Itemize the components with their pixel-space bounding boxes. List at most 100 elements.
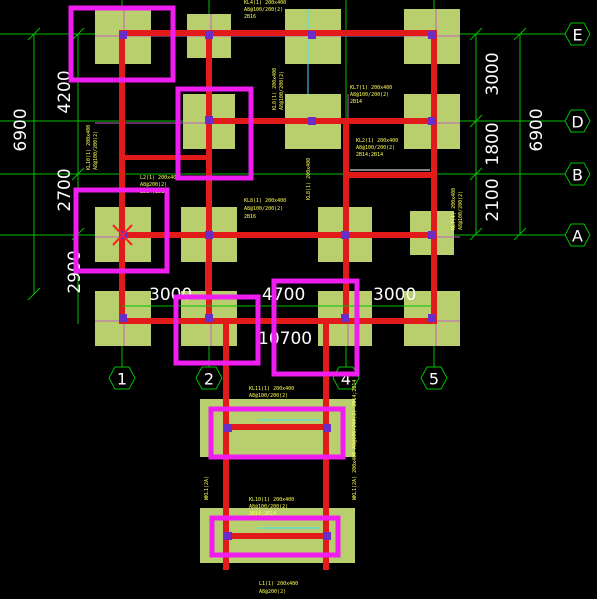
beam-segment: [229, 533, 323, 539]
selection-box: [68, 5, 176, 83]
axis-bubble-5: [420, 366, 448, 390]
selection-box: [209, 515, 341, 558]
axis-label-D: D: [571, 113, 583, 132]
annotation-mid-vertical-2: A8@100/200(2): [279, 71, 285, 110]
axis-bubble-D: [564, 109, 591, 133]
axis-label-4: 4: [341, 370, 351, 389]
selection-box: [208, 406, 346, 460]
axis-bubble-E: [564, 22, 591, 46]
column-section: [205, 116, 213, 124]
column-section: [119, 31, 127, 39]
dim-bay-4-5: 3000: [373, 285, 416, 305]
column-section: [323, 424, 331, 432]
annotation-left-vertical: KL10(1) 200x400: [86, 125, 92, 170]
axis-bubble-B: [564, 162, 591, 186]
selection-box: [73, 187, 170, 274]
beams-layer: [119, 30, 437, 570]
x-mark-icon: [112, 224, 133, 246]
annotation-misc-2: A8@100/200(2): [356, 145, 395, 151]
dim-bay-1-2: 3000: [149, 285, 192, 305]
dim-right-upper: 3000: [483, 52, 503, 95]
beam-annotations: KL10(1) 200x400 A8@100/200(2) 2B14;2B14 …: [86, 0, 464, 595]
annotation-misc-5: A8@100/200(2): [244, 7, 283, 13]
annotation-wkl1-right: WKL1(2A) 200x400 A8@100/200(2) 2B14;2B14: [352, 380, 358, 500]
dim-left-middle: 2700: [55, 168, 75, 211]
annotation-left-vertical-2: A8@100/200(2): [93, 131, 99, 170]
annotation-kl7-stirrup: A8@100/200(2): [350, 92, 389, 98]
column-section: [224, 532, 232, 540]
annotation-l2-stirrup: A8@200(2): [140, 182, 167, 188]
annotation-kl11-name: KL11(1) 200x400: [249, 386, 294, 392]
selection-highlights: [68, 5, 360, 558]
beam-segment: [122, 318, 435, 324]
axis-bubble-2: [195, 366, 223, 390]
beam-segment: [209, 118, 435, 124]
beam-segment: [431, 30, 437, 324]
axis-bubble-1: [108, 366, 136, 390]
axis-bubbles: [108, 22, 591, 390]
axis-bubble-4: [332, 366, 360, 390]
beam-segment: [122, 232, 435, 238]
axis-bubble-A: [564, 223, 591, 247]
annotation-right-vertical: KL7(1) 200x400: [451, 188, 457, 230]
dim-right-total: 6900: [527, 108, 547, 151]
annotation-l1-stirrup: A8@200(2): [259, 589, 286, 595]
beam-segment: [122, 30, 435, 36]
beam-segment: [343, 118, 349, 324]
annotation-kl10-name: KL10(1) 200x400: [249, 497, 294, 503]
dim-left-total: 6900: [11, 108, 31, 151]
beam-segment: [345, 172, 435, 178]
column-section: [224, 424, 232, 432]
beam-segment: [229, 424, 323, 430]
axis-label-A: A: [572, 227, 583, 246]
annotation-misc-4: KL4(1) 200x400: [244, 0, 286, 6]
axis-label-1: 1: [117, 370, 127, 389]
annotation-misc-1: KL2(1) 200x400: [356, 138, 398, 144]
annotation-l1-name: L1(1) 200x400: [259, 581, 298, 587]
column-section: [323, 532, 331, 540]
column-section: [341, 314, 349, 322]
column-section: [308, 31, 316, 39]
column-section: [205, 314, 213, 322]
beam-segment: [223, 324, 229, 570]
selection-box: [173, 294, 261, 366]
annotation-kl8-name: KL8(1) 200x400: [244, 198, 286, 204]
beam-segment: [119, 30, 125, 324]
annotation-mid-vertical-3: KL8(1) 200x400: [306, 158, 312, 200]
column-section: [428, 231, 436, 239]
selection-box: [175, 86, 254, 181]
dim-overall-width: 10700: [258, 329, 312, 349]
column-section: [428, 31, 436, 39]
axis-label-B: B: [572, 166, 583, 185]
beam-segment: [122, 155, 209, 160]
annotation-kl7-bars: 2B14: [350, 99, 362, 105]
annotation-kl10-bars: 2B14;2B14: [249, 511, 276, 517]
selection-box: [271, 278, 360, 377]
annotation-kl10-stirrup: A8@100/200(2): [249, 504, 288, 510]
column-section: [428, 314, 436, 322]
annotation-misc-6: 2B16: [244, 14, 256, 20]
column-section: [119, 314, 127, 322]
beam-segment: [323, 324, 329, 570]
annotation-right-vertical-2: A8@100/200(2): [458, 191, 464, 230]
annotation-mid-vertical: KL8(1) 200x400: [272, 68, 278, 110]
dimension-lines: [27, 27, 527, 324]
columns-layer: [119, 31, 436, 540]
annotation-wkl1-left: WKL1(2A): [204, 476, 210, 500]
column-section: [428, 117, 436, 125]
column-section: [341, 231, 349, 239]
annotation-l2-name: L2(1) 200x400: [140, 175, 179, 181]
column-section: [205, 231, 213, 239]
axis-label-5: 5: [429, 370, 439, 389]
annotation-kl8-bars: 2B16: [244, 214, 256, 220]
dim-bay-2-4: 4700: [262, 285, 305, 305]
annotation-misc-3: 2B14;2B14: [356, 152, 383, 158]
dim-right-middle: 1800: [483, 122, 503, 165]
axis-label-E: E: [572, 26, 582, 45]
annotation-kl11-stirrup: A8@100/200(2): [249, 393, 288, 399]
annotation-kl7-name: KL7(1) 200x400: [350, 85, 392, 91]
column-section: [308, 117, 316, 125]
annotation-kl8-stirrup: A8@100/200(2): [244, 206, 283, 212]
axis-label-2: 2: [204, 370, 214, 389]
